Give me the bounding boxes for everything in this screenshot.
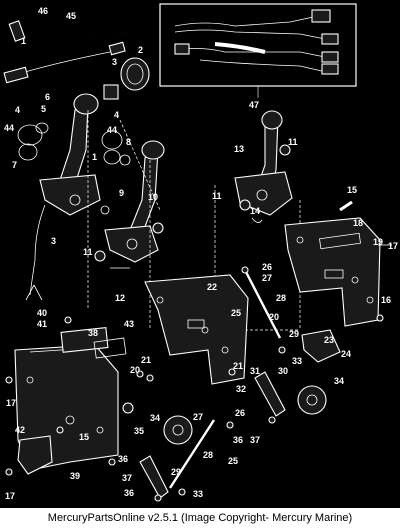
callout-4: 4	[15, 105, 20, 115]
callout-27-b: 27	[193, 412, 203, 422]
callout-10: 10	[148, 192, 158, 202]
control-arm-left	[17, 93, 101, 216]
callout-24: 24	[341, 349, 351, 359]
callout-17-b: 17	[6, 398, 16, 408]
callout-2: 2	[138, 45, 143, 55]
callout-1: 1	[21, 36, 26, 46]
mounting-plate-middle	[144, 274, 249, 385]
callout-46: 46	[38, 6, 48, 16]
lever-31	[139, 455, 169, 499]
callout-22: 22	[207, 282, 217, 292]
part-15-screw	[339, 200, 353, 212]
callout-33: 33	[292, 356, 302, 366]
control-arm-middle	[101, 130, 165, 263]
callout-13: 13	[234, 144, 244, 154]
callout-labels: 46 45 1 3 2 47 4 6 5 44 7 4 44 1 8 13 11…	[4, 6, 398, 501]
lever-30	[254, 371, 286, 417]
callout-44-b: 44	[107, 125, 117, 135]
mounting-plate-right	[284, 217, 392, 327]
callout-39: 39	[70, 471, 80, 481]
callout-36: 36	[233, 435, 243, 445]
callout-3-b: 3	[51, 236, 56, 246]
callout-36-b: 36	[118, 454, 128, 464]
callout-4-b: 4	[114, 110, 119, 120]
callout-42: 42	[15, 425, 25, 435]
callout-5: 5	[41, 104, 46, 114]
callout-26: 26	[262, 262, 272, 272]
callout-27: 27	[262, 273, 272, 283]
callout-29: 29	[289, 329, 299, 339]
callout-35: 35	[134, 426, 144, 436]
callout-17: 17	[388, 241, 398, 251]
cam-parts-34	[163, 385, 327, 445]
callout-1-b: 1	[92, 152, 97, 162]
callout-29-b: 29	[171, 467, 181, 477]
callout-44: 44	[4, 123, 14, 133]
callout-37-b: 37	[122, 473, 132, 483]
callout-20-b: 20	[130, 365, 140, 375]
callout-21-b: 21	[233, 361, 243, 371]
callout-6: 6	[45, 92, 50, 102]
callout-38: 38	[88, 328, 98, 338]
lower-fasteners	[5, 314, 384, 502]
callout-28: 28	[276, 293, 286, 303]
callout-20: 20	[269, 312, 279, 322]
callout-31: 31	[250, 366, 260, 376]
callout-21: 21	[141, 355, 151, 365]
callout-40: 40	[37, 308, 47, 318]
callout-11-c: 11	[83, 247, 93, 257]
callout-43: 43	[124, 319, 134, 329]
callout-32: 32	[236, 384, 246, 394]
callout-19: 19	[373, 237, 383, 247]
callout-34-b: 34	[150, 413, 160, 423]
part-3-cable	[29, 204, 46, 296]
callout-17-c: 17	[5, 491, 15, 501]
callout-34: 34	[334, 376, 344, 386]
callout-7: 7	[12, 160, 17, 170]
link-rod-upper	[243, 269, 282, 339]
part-23-bracket	[301, 329, 341, 363]
callout-11: 11	[288, 137, 298, 147]
callout-33-b: 33	[193, 489, 203, 499]
callout-3: 3	[112, 57, 117, 67]
callout-15-b: 15	[79, 432, 89, 442]
callout-16: 16	[381, 295, 391, 305]
callout-47: 47	[249, 100, 259, 110]
callout-box-47	[159, 3, 357, 98]
control-arm-right	[234, 110, 293, 216]
callout-45: 45	[66, 11, 76, 21]
copyright-caption: MercuryPartsOnline v2.5.1 (Image Copyrig…	[0, 508, 400, 528]
callout-37: 37	[250, 435, 260, 445]
callout-41: 41	[37, 319, 47, 329]
part-3-switch	[103, 84, 119, 100]
callout-15: 15	[347, 185, 357, 195]
callout-8: 8	[126, 137, 131, 147]
callout-36-c: 36	[124, 488, 134, 498]
callout-30: 30	[278, 366, 288, 376]
callout-12: 12	[115, 293, 125, 303]
wiring-harness-45	[3, 20, 151, 84]
callout-11-b: 11	[212, 191, 222, 201]
callout-14: 14	[250, 206, 260, 216]
callout-23: 23	[324, 335, 334, 345]
callout-9: 9	[119, 188, 124, 198]
link-rod-lower	[168, 419, 216, 489]
part-42-bracket	[17, 435, 53, 475]
callout-18: 18	[353, 218, 363, 228]
callout-25-b: 25	[228, 456, 238, 466]
callout-25: 25	[231, 308, 241, 318]
callout-26-b: 26	[235, 408, 245, 418]
part-2-ring	[120, 57, 150, 91]
callout-28-b: 28	[203, 450, 213, 460]
small-fasteners	[94, 144, 291, 269]
